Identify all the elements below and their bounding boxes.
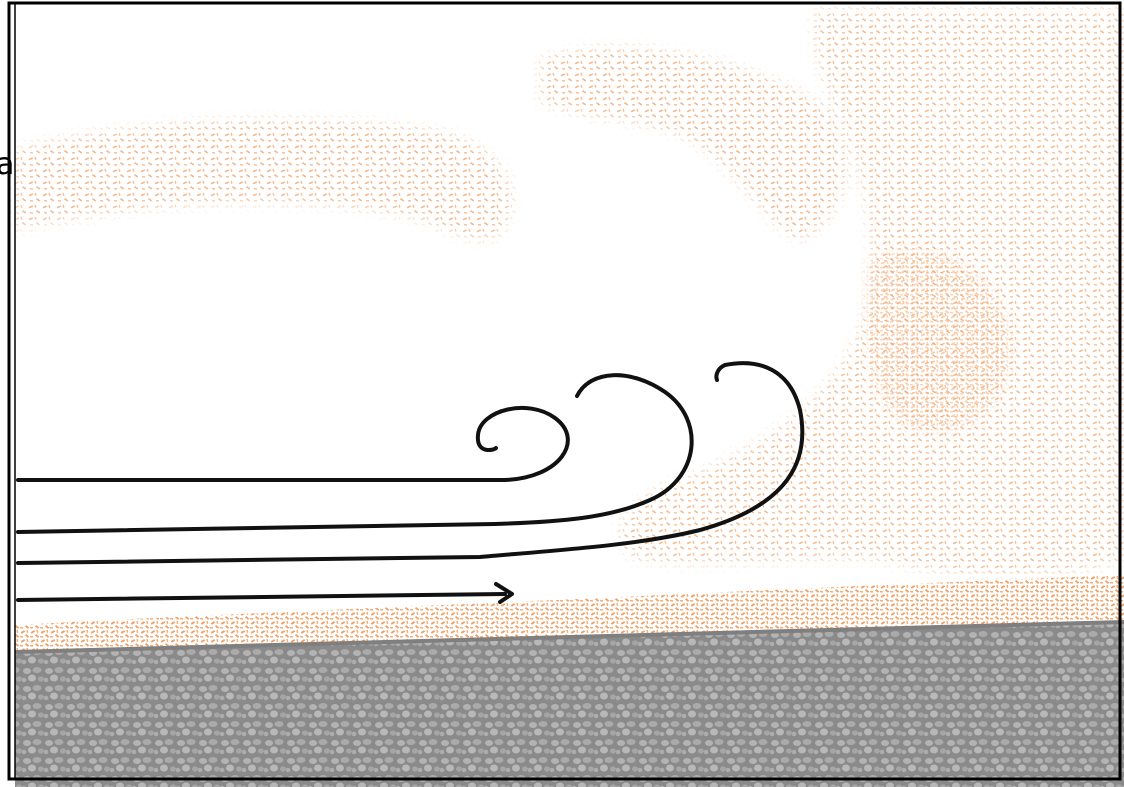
panel-label: a	[0, 150, 14, 180]
rocky-ground	[15, 622, 1124, 787]
